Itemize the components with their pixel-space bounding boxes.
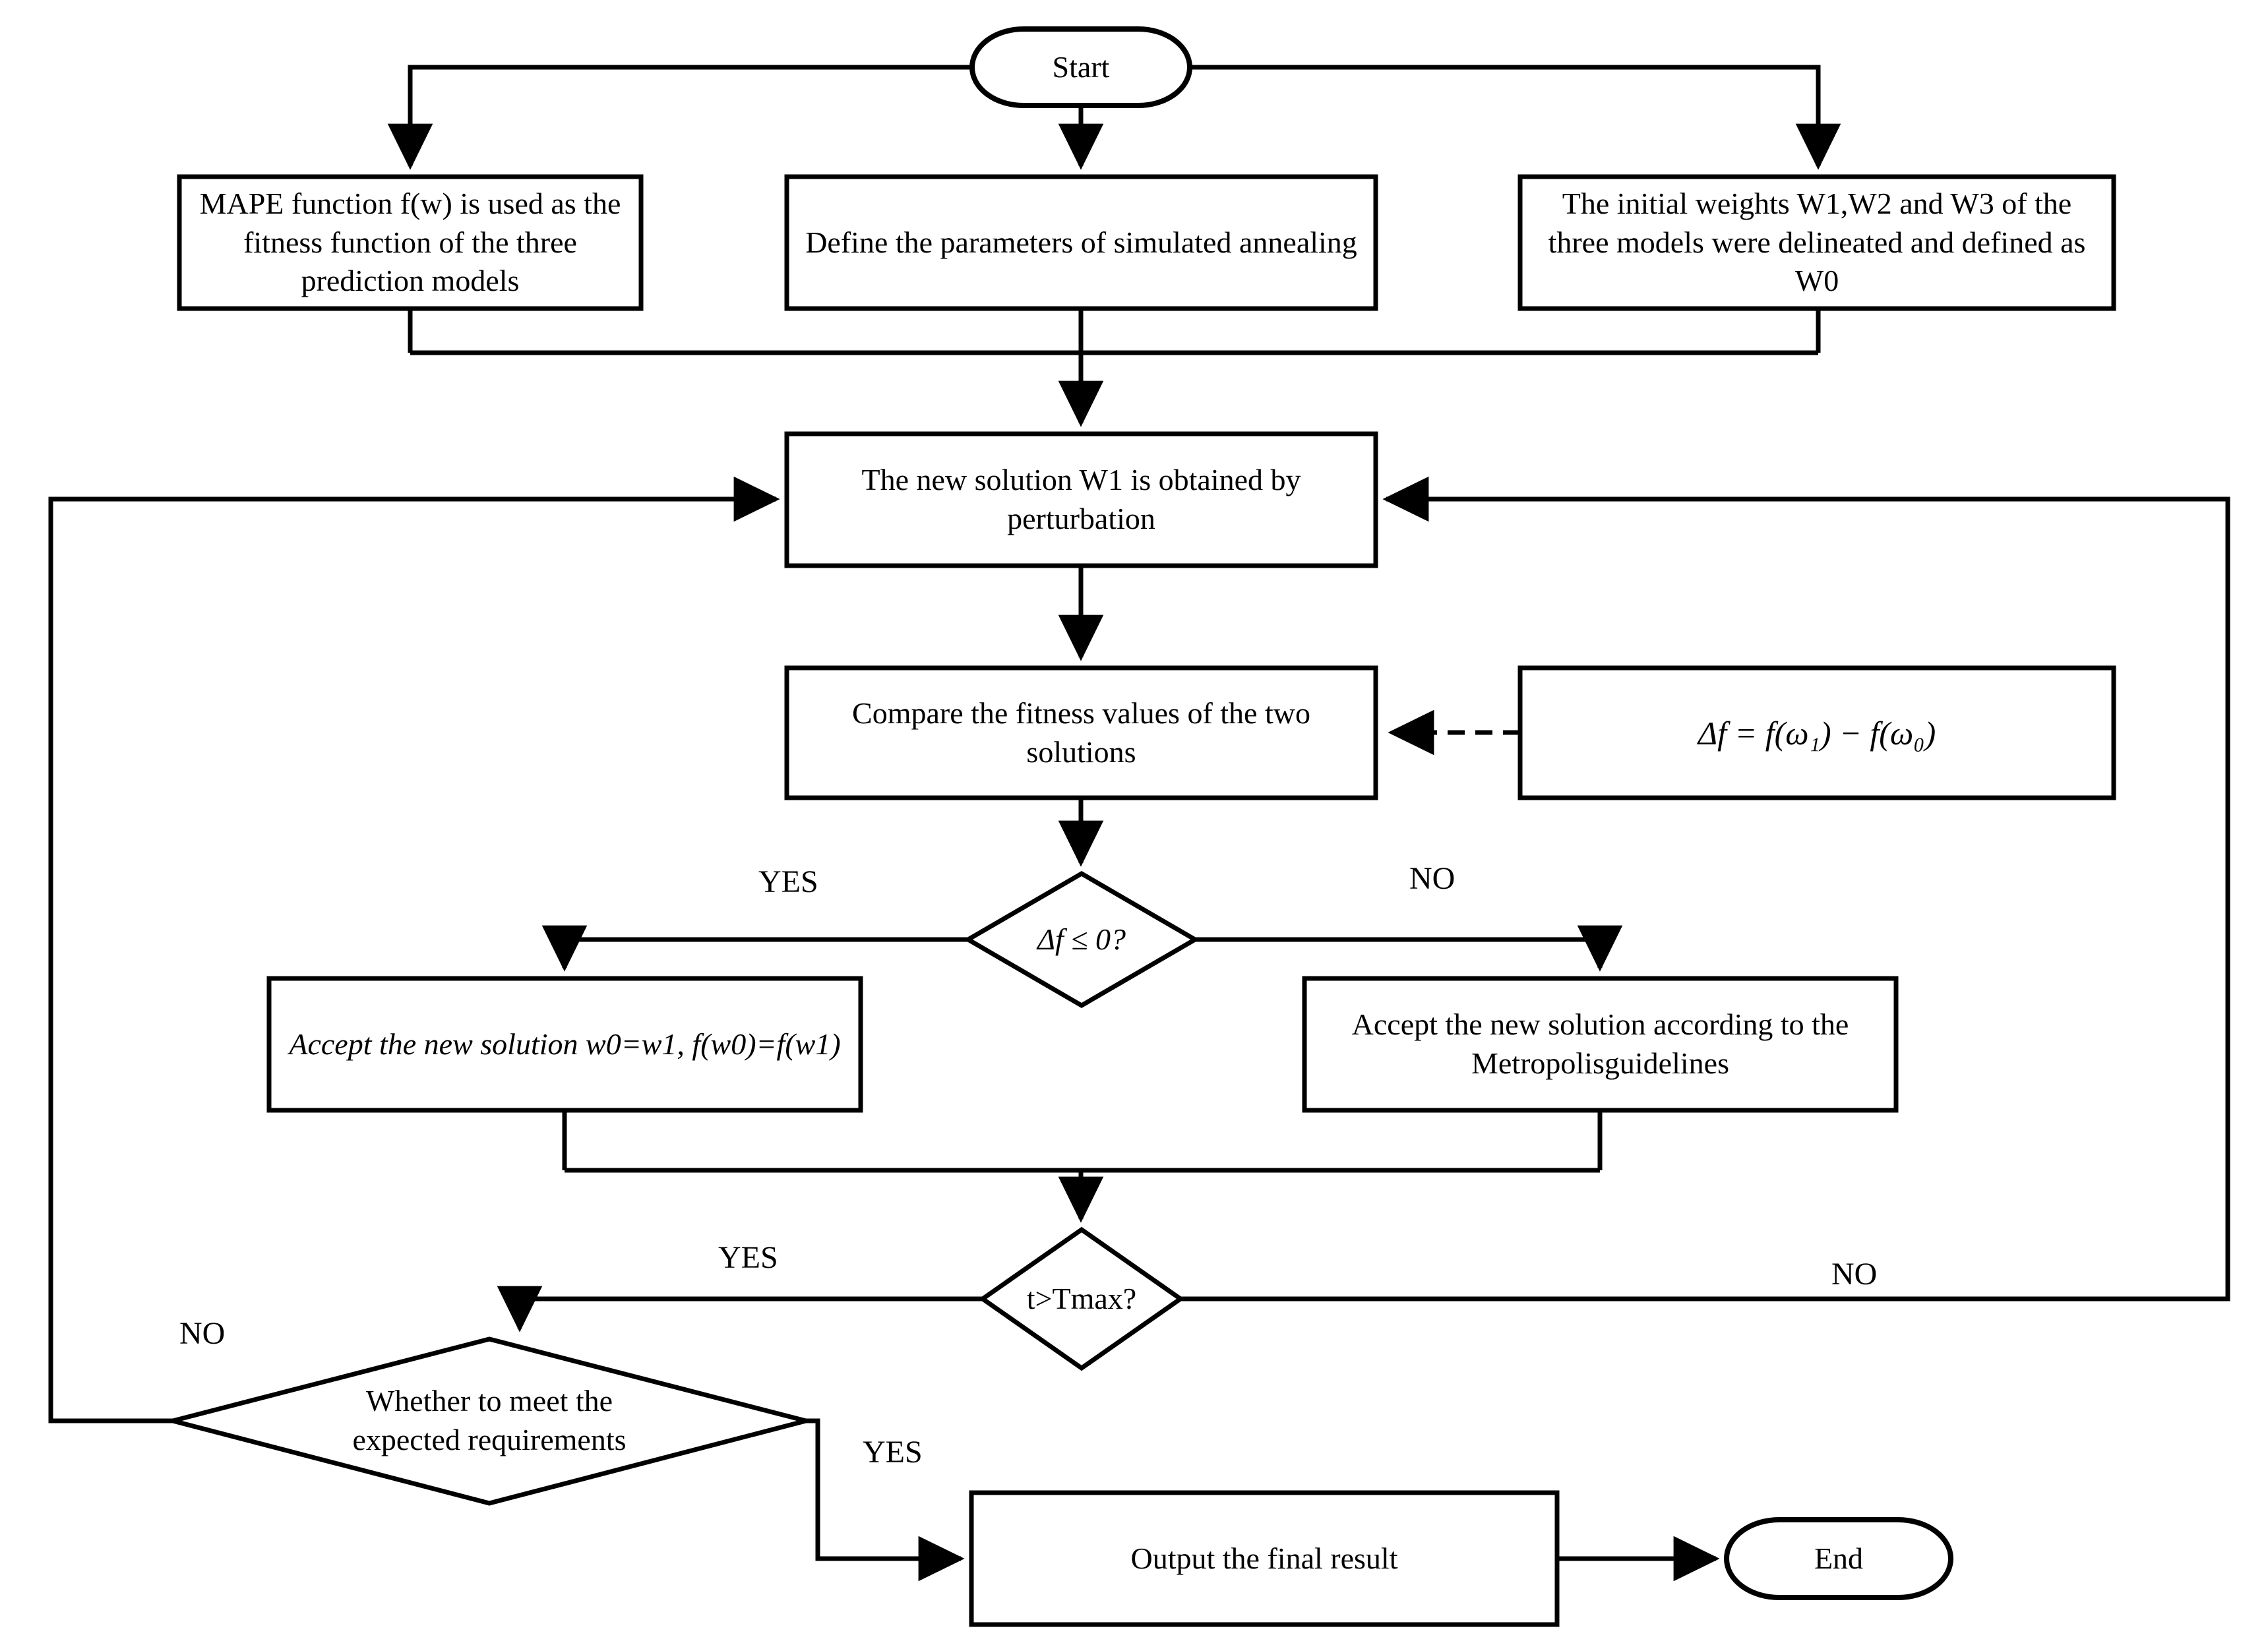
edge-label-tmax-no: NO bbox=[1831, 1257, 1878, 1292]
end-terminator-shape bbox=[1724, 1517, 1953, 1600]
end-label: End bbox=[1814, 1541, 1864, 1575]
formula-box-shape bbox=[1517, 665, 2116, 800]
newsolution-label: The new solution W1 is obtained by pertu… bbox=[861, 463, 1301, 535]
weights-label: The initial weights W1,W2 and W3 of the … bbox=[1548, 186, 2086, 298]
requirements-decision-shape bbox=[164, 1336, 815, 1506]
edge-label-tmax-yes: YES bbox=[718, 1240, 778, 1275]
mape-label: MAPE function f(w) is used as the fitnes… bbox=[199, 186, 621, 298]
delta-f-decision-shape bbox=[964, 870, 1200, 1009]
edge-requirements-no-loop bbox=[48, 476, 780, 1423]
edge-label-df-yes: YES bbox=[758, 864, 818, 899]
params-label: Define the parameters of simulated annea… bbox=[805, 225, 1357, 259]
edge-tmax-yes bbox=[497, 1286, 983, 1332]
edge-tmax-no-loop bbox=[1180, 476, 2230, 1301]
edge-label-df-no: NO bbox=[1409, 861, 1456, 896]
weights-box-shape bbox=[1517, 174, 2116, 311]
accept-metropolis-label: Accept the new solution according to the… bbox=[1351, 1007, 1849, 1080]
edge-requirements-yes bbox=[806, 1418, 965, 1582]
accept-metropolis-box-shape bbox=[1302, 976, 1899, 1113]
output-label: Output the final result bbox=[1130, 1541, 1398, 1575]
tmax-decision-shape bbox=[978, 1226, 1185, 1371]
edge-start-bus-right bbox=[1190, 65, 1841, 170]
edge-df-yes bbox=[541, 925, 968, 972]
requirements-decision-label: Whether to meet the expected requirement… bbox=[352, 1384, 627, 1456]
accept-direct-label: Accept the new solution w0=w1, f(w0)=f(w… bbox=[289, 1027, 841, 1061]
edge-start-bus-left bbox=[387, 65, 972, 170]
accept-direct-box-shape bbox=[266, 976, 863, 1113]
tmax-decision-label: t>Tmax? bbox=[1026, 1281, 1137, 1315]
output-box-shape bbox=[969, 1490, 1560, 1627]
edge-df-no bbox=[1195, 925, 1623, 972]
formula-label: Δf = f(ω₁) − f(ω₀) bbox=[1698, 714, 1936, 752]
edge-label-requirements-no: NO bbox=[179, 1316, 226, 1351]
start-label: Start bbox=[1052, 49, 1110, 84]
compare-label: Compare the fitness values of the two so… bbox=[852, 696, 1310, 769]
mape-box-shape bbox=[177, 174, 644, 311]
params-box-shape bbox=[784, 174, 1378, 311]
delta-f-decision-label: Δf ≤ 0? bbox=[1037, 922, 1126, 956]
edge-label-requirements-yes: YES bbox=[863, 1435, 923, 1470]
